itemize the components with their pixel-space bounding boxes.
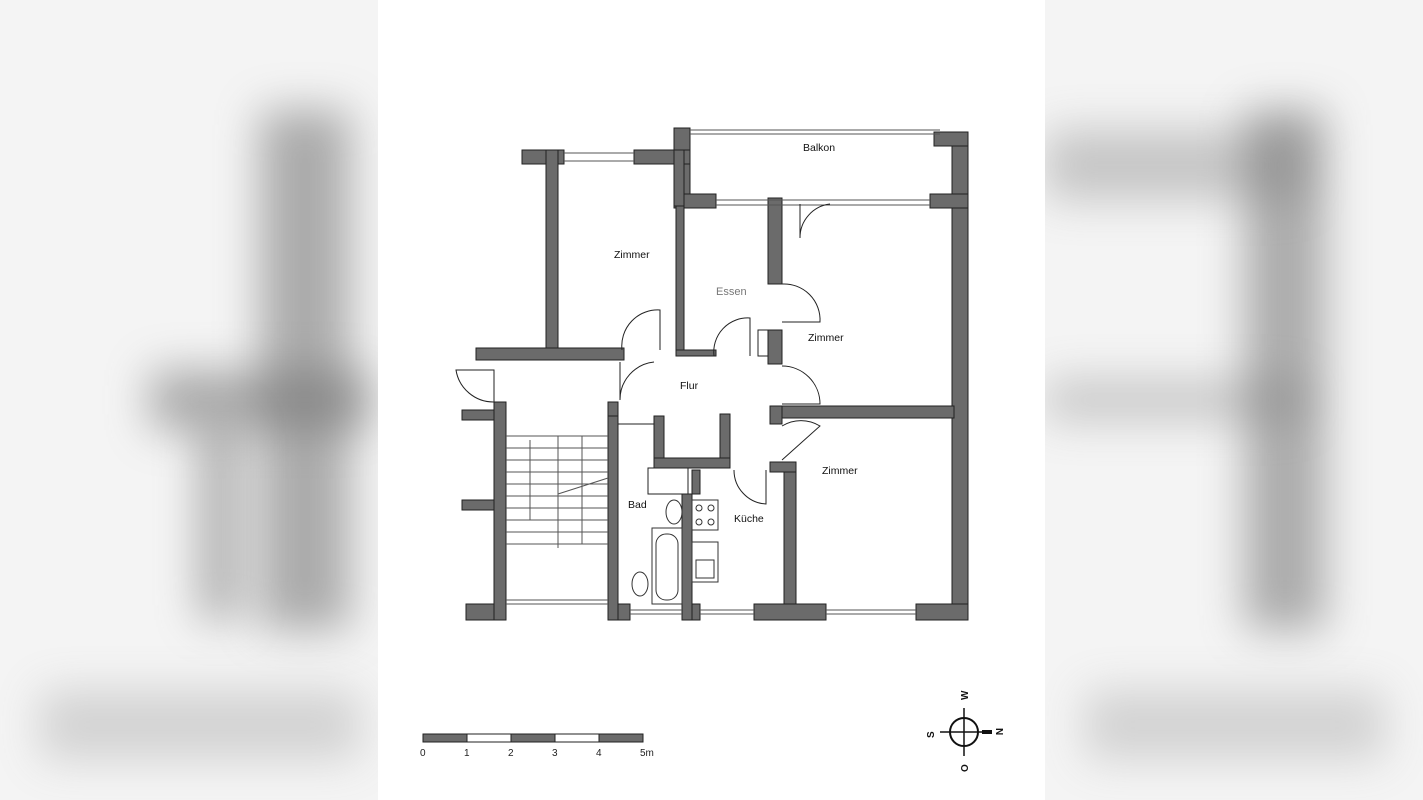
room-label-zimmer-2: Zimmer (808, 332, 844, 344)
wall-flur-stub (607, 401, 619, 417)
wall-balcony-ne (933, 131, 969, 147)
compass-label-top: W (960, 690, 971, 700)
room-label-flur: Flur (680, 380, 699, 392)
wall-essen-south (675, 349, 717, 357)
scale-tick-4: 4 (596, 748, 602, 759)
washbasin (665, 499, 683, 525)
wall-balcony-se (929, 193, 969, 209)
compass-icon: W S N O (926, 690, 1004, 772)
wall-zimmer1-south (475, 347, 625, 361)
wall-bath-niche (647, 467, 689, 495)
wall-essen-east-lower (767, 329, 783, 365)
blurred-background-left (0, 0, 378, 800)
wall-stair-stub-1 (461, 409, 495, 421)
bathtub-inner (655, 533, 679, 601)
wall-south-4 (753, 603, 827, 621)
floor-plan-canvas: Balkon Zimmer Essen Zimmer Flur Zimmer B… (378, 0, 1045, 800)
wall-essen-west (675, 205, 685, 357)
wall-essen-east (767, 197, 783, 285)
scale-tick-3: 3 (552, 748, 558, 759)
wall-divider-stub (769, 405, 783, 425)
scale-tick-0: 0 (420, 748, 426, 759)
room-label-zimmer-3: Zimmer (822, 465, 858, 477)
scale-tick-2: 2 (508, 748, 514, 759)
walls (461, 127, 969, 621)
wall-zimmer3-west-cap (769, 461, 797, 473)
scale-tick-1: 1 (464, 748, 470, 759)
wall-stair-stub-2 (461, 499, 495, 511)
doors (455, 203, 831, 505)
wall-zimmer3-west (783, 461, 797, 621)
compass-label-right: N (993, 728, 1004, 735)
room-label-essen: Essen (716, 286, 747, 298)
wall-zimmer1-west (545, 149, 559, 351)
wall-south-5 (915, 603, 969, 621)
wall-zimmer2-zimmer3 (769, 405, 955, 419)
stove (691, 499, 719, 531)
wall-kitchen-stub (691, 469, 701, 495)
scale-tick-5: 5m (640, 748, 654, 759)
blurred-background-right (1045, 0, 1423, 800)
wall-zimmer1-east-top (673, 149, 685, 207)
room-label-balkon: Balkon (803, 142, 835, 154)
toilet (631, 571, 649, 597)
wall-niche (757, 329, 769, 357)
windows (506, 129, 940, 615)
room-label-bad: Bad (628, 499, 647, 511)
compass-label-left: S (926, 731, 937, 738)
wall-stair-east (607, 401, 619, 621)
room-label-zimmer-1: Zimmer (614, 249, 650, 261)
compass-label-bottom: O (960, 764, 971, 772)
wall-bath-kitchen (681, 493, 693, 621)
wall-shaft-bottom (653, 457, 731, 469)
wall-stair-west (493, 401, 507, 621)
scale-bar: 0 1 2 3 4 5m (420, 733, 654, 759)
floor-plan-svg: Balkon Zimmer Essen Zimmer Flur Zimmer B… (420, 127, 1004, 772)
stairs (506, 435, 609, 548)
fixtures (631, 499, 719, 605)
room-label-kueche: Küche (734, 513, 764, 525)
